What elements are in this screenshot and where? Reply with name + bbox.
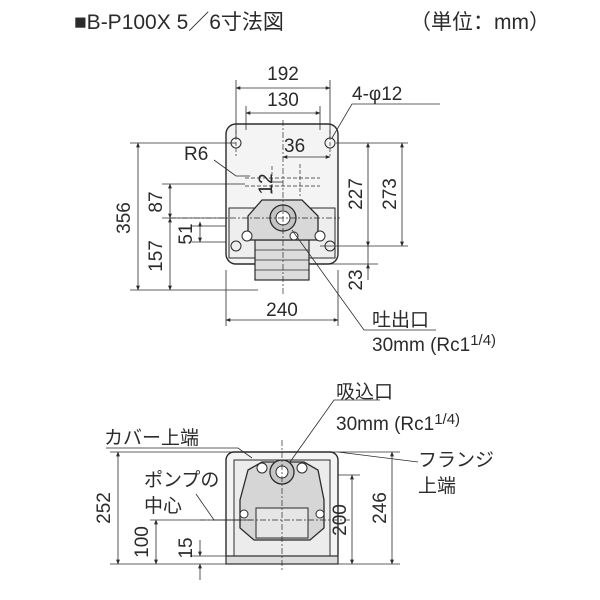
inlet-size-frac: 1/4) xyxy=(434,411,460,428)
flange-label-2: 上端 xyxy=(418,475,456,497)
bolt-icon xyxy=(314,230,326,242)
bolt-icon xyxy=(239,509,249,519)
outlet-size-main: 30mm (Rc1 xyxy=(372,335,470,356)
pump-center-label-1: ポンプの xyxy=(144,469,219,491)
dim-130: 130 xyxy=(267,90,299,111)
drawing-title: ■B-P100X 5／6寸法図 xyxy=(74,11,284,34)
outlet-size: 30mm (Rc11/4) xyxy=(372,332,496,356)
pump-center-label-2: 中心 xyxy=(144,495,182,517)
dim-246: 246 xyxy=(370,492,391,524)
dim-273: 273 xyxy=(380,178,401,210)
dim-240: 240 xyxy=(266,300,298,321)
bolt-icon xyxy=(296,462,308,474)
dim-227: 227 xyxy=(346,178,367,210)
inlet-size: 30mm (Rc11/4) xyxy=(336,411,460,435)
unit-label: （単位：mm） xyxy=(410,11,550,34)
flange-label-1: フランジ xyxy=(418,450,494,471)
top-view xyxy=(170,120,340,296)
dim-12: 12 xyxy=(256,173,277,194)
bolt-icon xyxy=(256,462,268,474)
dim-356: 356 xyxy=(114,202,135,234)
dim-100: 100 xyxy=(132,526,153,558)
dim-15: 15 xyxy=(176,537,197,558)
top-view-labels: 192 130 4-φ12 R6 36 12 356 87 157 51 227… xyxy=(114,64,496,356)
dim-192: 192 xyxy=(267,64,299,85)
title-row: ■B-P100X 5／6寸法図 （単位：mm） xyxy=(74,6,550,36)
dim-87: 87 xyxy=(146,191,167,212)
dim-36: 36 xyxy=(284,136,305,157)
dim-157: 157 xyxy=(146,240,167,272)
dim-51: 51 xyxy=(176,223,197,244)
bolt-icon xyxy=(241,230,253,242)
front-view-labels: 吸込口 30mm (Rc11/4) カバー上端 ポンプの 中心 フランジ 上端 … xyxy=(94,381,494,559)
dim-252: 252 xyxy=(94,492,115,524)
front-view xyxy=(200,440,350,570)
mount-hole xyxy=(230,240,242,252)
dim-23: 23 xyxy=(346,269,367,290)
bolt-icon xyxy=(315,509,325,519)
holes-label: 4-φ12 xyxy=(352,84,402,105)
inlet-label: 吸込口 xyxy=(336,381,393,403)
front-view-dimensions xyxy=(106,399,419,580)
bolt-icon xyxy=(289,231,299,241)
top-view-dimensions xyxy=(130,80,440,331)
radius-label: R6 xyxy=(184,144,208,165)
dim-200: 200 xyxy=(330,504,351,536)
inlet-size-main: 30mm (Rc1 xyxy=(336,414,434,435)
cover-top-label: カバー上端 xyxy=(104,427,199,449)
outlet-label: 吐出口 xyxy=(372,309,429,331)
outlet-size-frac: 1/4) xyxy=(470,332,496,349)
